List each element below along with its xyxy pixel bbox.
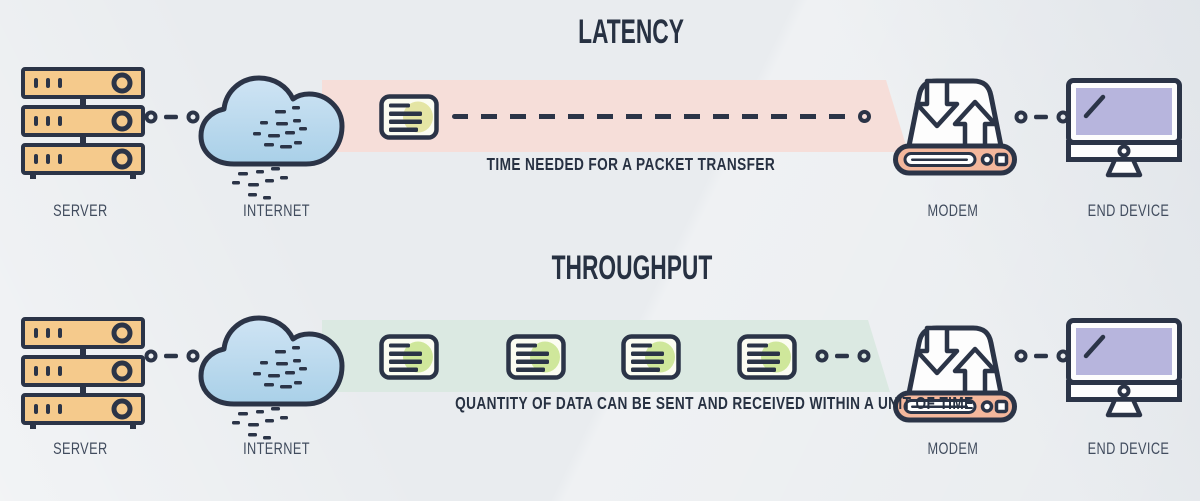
dash-end-circle [858, 110, 871, 123]
latency-dashed-line [452, 114, 850, 119]
end-device-label: END DEVICE [1074, 202, 1174, 220]
internet-cloud-icon [196, 304, 348, 444]
modem-label: MODEM [903, 202, 1003, 220]
end-device-label-text: END DEVICE [1087, 201, 1170, 220]
link-dots-icon [815, 349, 871, 363]
internet-label: INTERNET [226, 440, 326, 458]
packet-icon [621, 334, 681, 380]
end-device-icon [1066, 318, 1182, 418]
internet-label-text: INTERNET [242, 439, 310, 458]
link-dots-icon [144, 349, 200, 363]
server-icon [20, 316, 146, 430]
latency-caption-text: TIME NEEDED FOR A PACKET TRANSFER [486, 154, 776, 174]
throughput-caption-text: QUANTITY OF DATA CAN BE SENT AND RECEIVE… [455, 393, 974, 413]
throughput-title: THROUGHPUT [382, 250, 882, 286]
latency-caption: TIME NEEDED FOR A PACKET TRANSFER [431, 155, 831, 173]
modem-label-text: MODEM [927, 439, 979, 458]
packet-icon [506, 334, 566, 380]
link-dots-icon [1014, 349, 1070, 363]
throughput-caption: QUANTITY OF DATA CAN BE SENT AND RECEIVE… [382, 394, 973, 412]
server-label: SERVER [30, 440, 130, 458]
latency-title-text: LATENCY [578, 13, 684, 51]
modem-label-text: MODEM [927, 201, 979, 220]
server-label-text: SERVER [52, 439, 108, 458]
throughput-title-text: THROUGHPUT [551, 249, 713, 287]
packet-icon [737, 334, 797, 380]
server-label-text: SERVER [52, 201, 108, 220]
latency-title: LATENCY [381, 14, 881, 50]
modem-label: MODEM [903, 440, 1003, 458]
end-device-label-text: END DEVICE [1087, 439, 1170, 458]
end-device-label: END DEVICE [1074, 440, 1174, 458]
packet-icon [379, 334, 439, 380]
server-label: SERVER [30, 202, 130, 220]
internet-label-text: INTERNET [242, 201, 310, 220]
internet-label: INTERNET [226, 202, 326, 220]
